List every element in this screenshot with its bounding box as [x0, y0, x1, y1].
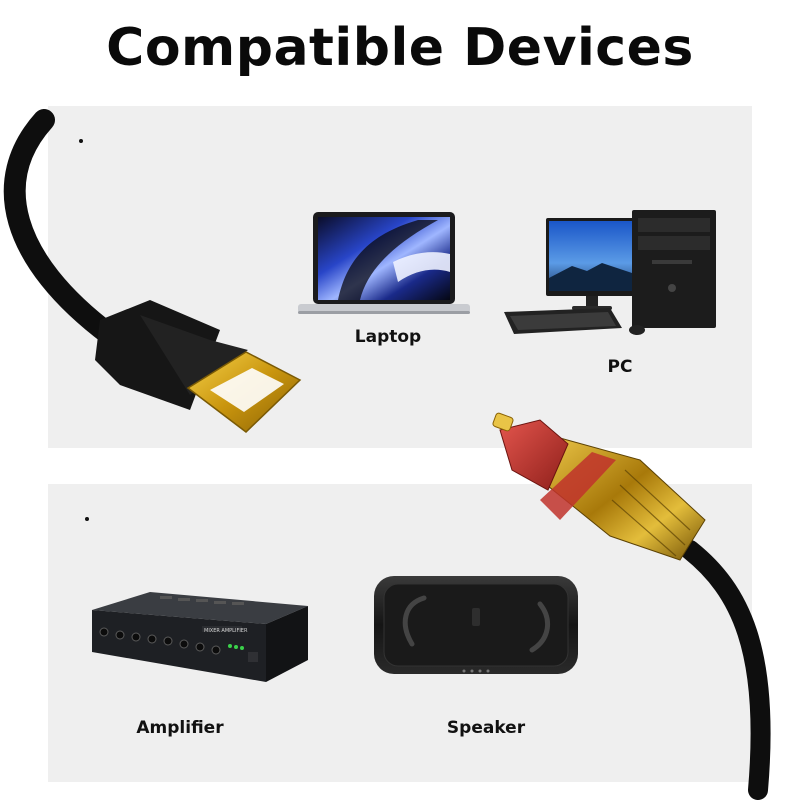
amplifier-icon: MIXER AMPLIFIER	[92, 592, 308, 682]
speaker-icon	[374, 576, 578, 674]
bullet-dot	[79, 139, 83, 143]
pc-icon	[504, 210, 716, 335]
page-title: Compatible Devices	[106, 18, 694, 78]
amplifier-label: Amplifier	[136, 718, 224, 738]
speaker-label: Speaker	[446, 718, 526, 738]
pc-label: PC	[607, 357, 633, 377]
laptop-label: Laptop	[354, 327, 422, 347]
amplifier-panel-text: MIXER AMPLIFIER	[204, 628, 248, 634]
laptop-icon	[298, 212, 470, 314]
bullet-dot	[85, 517, 89, 521]
